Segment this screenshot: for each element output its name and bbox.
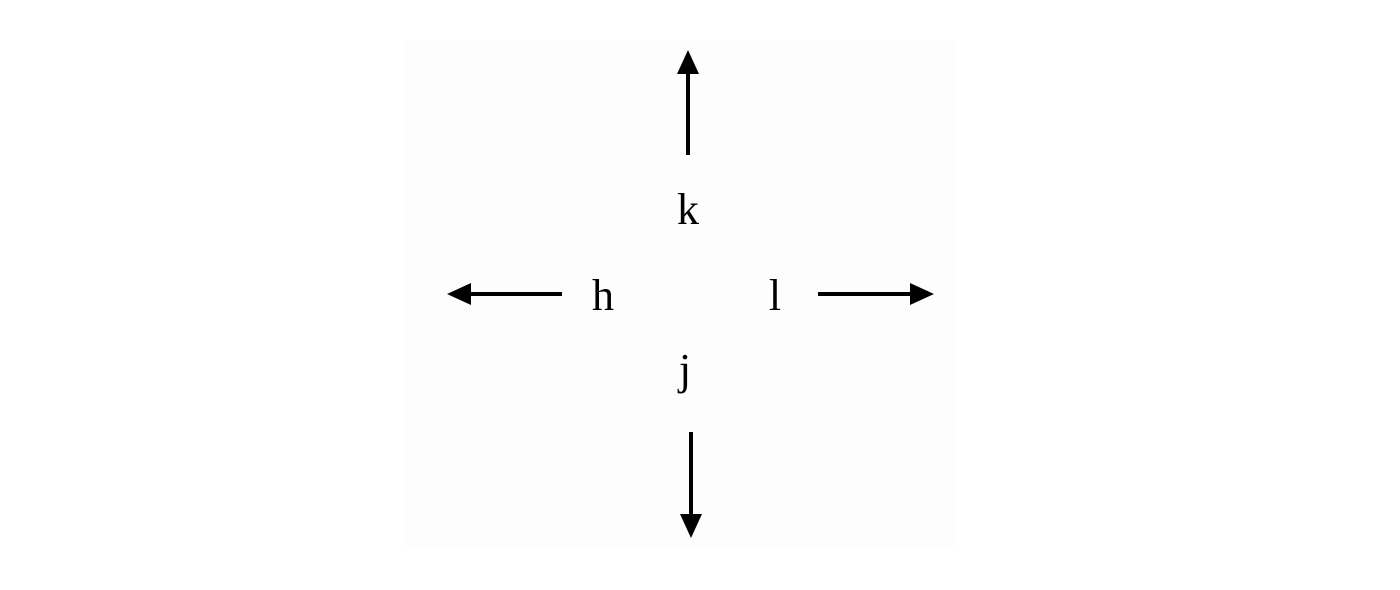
arrow-left-icon: [447, 283, 562, 305]
key-label-right: l: [768, 271, 782, 320]
arrow-right-icon: [818, 283, 934, 305]
arrow-down-icon: [680, 432, 702, 538]
key-label-left: h: [592, 271, 614, 320]
key-label-down: j: [678, 345, 692, 394]
arrow-up-icon: [677, 50, 699, 155]
key-label-up: k: [677, 185, 699, 234]
